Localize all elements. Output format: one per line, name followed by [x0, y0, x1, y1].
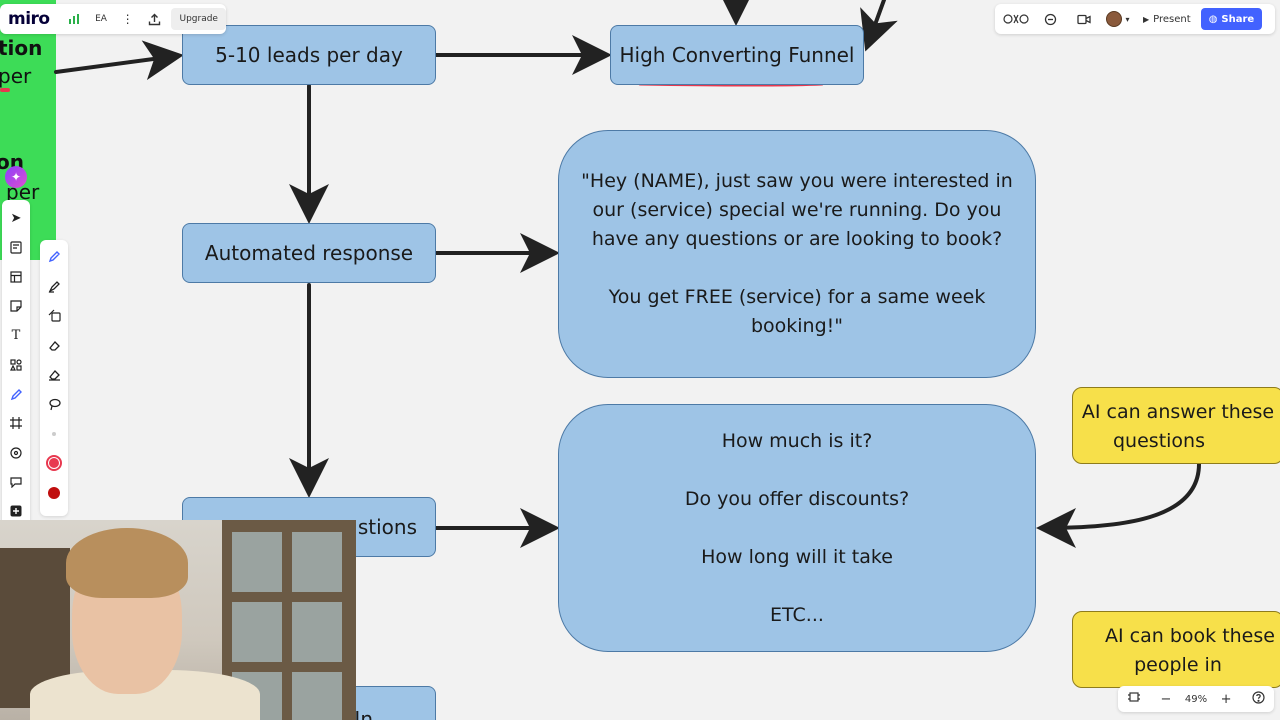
color-red-selected[interactable] — [41, 449, 67, 479]
leads-per-day-box[interactable]: 5-10 leads per day — [182, 25, 436, 85]
export-icon[interactable] — [141, 4, 168, 34]
message-line-1: "Hey (NAME), just saw you were intereste… — [581, 170, 1013, 192]
message-line-3: have any questions or are looking to boo… — [591, 228, 1003, 250]
pen-tool-icon[interactable] — [3, 380, 29, 409]
chart-icon[interactable] — [61, 4, 88, 34]
fit-to-screen-icon[interactable] — [1121, 691, 1147, 707]
presenter-hair — [66, 528, 188, 598]
upgrade-button[interactable]: Upgrade — [171, 8, 226, 30]
window-pane-2 — [292, 532, 342, 592]
zoom-controls: − 49% + — [1118, 686, 1274, 712]
zoom-in-icon[interactable]: + — [1220, 691, 1232, 707]
window-pane-4 — [292, 602, 342, 662]
object-eraser-icon[interactable] — [41, 360, 67, 390]
arrow-sticky-to-leads — [54, 40, 184, 81]
comment-icon[interactable] — [3, 467, 29, 496]
frame-icon[interactable] — [3, 409, 29, 438]
comments-icon[interactable] — [1035, 7, 1065, 31]
video-call-icon[interactable] — [1069, 7, 1099, 31]
zoom-out-icon[interactable]: − — [1160, 691, 1172, 707]
present-button[interactable]: ▶ Present — [1137, 8, 1197, 30]
text-tool-icon[interactable]: T — [11, 328, 21, 344]
ai-answer-line-1: AI can answer these — [1081, 401, 1275, 423]
top-left-toolbar: miro EA ⋮ Upgrade — [0, 4, 226, 34]
auto-box-label: Automated response — [204, 241, 414, 265]
creation-toolbar: ➤ T — [2, 200, 30, 526]
window-pane-3 — [232, 602, 282, 662]
globe-icon: ◍ — [1208, 13, 1218, 25]
stroke-size-option[interactable] — [41, 419, 67, 449]
ai-answer-line-2: questions — [1113, 430, 1205, 452]
present-label: Present — [1153, 13, 1191, 25]
help-icon[interactable] — [1245, 690, 1271, 708]
play-icon: ▶ — [1143, 14, 1150, 24]
faq-q2: Do you offer discounts? — [684, 487, 910, 510]
smart-draw-icon[interactable] — [41, 301, 67, 331]
sticky-text-2: per — [0, 64, 32, 88]
questions-box-label: stions — [357, 515, 417, 539]
zoom-level[interactable]: 49% — [1184, 693, 1208, 705]
webcam-overlay — [0, 520, 356, 720]
arrow-ai-to-faq — [1036, 462, 1201, 548]
more-options-icon[interactable]: ⋮ — [121, 12, 134, 26]
sticky-note-icon[interactable] — [3, 292, 29, 321]
templates-icon[interactable] — [3, 233, 29, 262]
reactions-icon[interactable] — [1001, 7, 1031, 31]
share-label: Share — [1221, 13, 1255, 25]
lasso-icon[interactable] — [41, 390, 67, 420]
share-button[interactable]: ◍ Share — [1200, 8, 1263, 30]
faq-box[interactable]: How much is it? Do you offer discounts? … — [558, 404, 1036, 652]
ai-book-line-2: people in — [1134, 654, 1222, 676]
avatar-image — [1106, 11, 1123, 27]
table-icon[interactable] — [3, 263, 29, 292]
select-tool-icon[interactable]: ➤ — [10, 211, 22, 227]
ai-answer-note[interactable]: AI can answer these questions — [1072, 387, 1280, 464]
leads-box-label: 5-10 leads per day — [215, 43, 403, 67]
apps-icon[interactable] — [3, 438, 29, 467]
sticky-text-1: tion — [0, 36, 43, 60]
color-dark-red[interactable] — [41, 478, 67, 508]
user-avatar[interactable]: ▾ — [1103, 7, 1133, 31]
arrow-into-funnel-right — [860, 0, 898, 52]
funnel-box-label: High Converting Funnel — [619, 43, 855, 67]
red-annotation-mark — [0, 88, 10, 92]
shapes-icon[interactable] — [3, 350, 29, 379]
window-pane-6 — [292, 672, 342, 720]
ai-sparkle-button[interactable]: ✦ — [5, 166, 27, 188]
bottom-box-label: In — [354, 707, 373, 720]
chevron-down-icon: ▾ — [1125, 14, 1130, 24]
automated-response-box[interactable]: Automated response — [182, 223, 436, 283]
message-line-2: our (service) special we're running. Do … — [592, 199, 1002, 221]
eraser-icon[interactable] — [41, 331, 67, 361]
faq-q1: How much is it? — [721, 429, 873, 452]
ai-book-note[interactable]: AI can book these people in — [1072, 611, 1280, 688]
faq-q3: How long will it take — [701, 545, 893, 568]
highlighter-icon[interactable] — [41, 272, 67, 302]
miro-logo[interactable]: miro — [8, 9, 50, 29]
message-line-4: You get FREE (service) for a same week — [608, 286, 986, 308]
pen-option-icon[interactable] — [41, 242, 67, 272]
message-template-box[interactable]: "Hey (NAME), just saw you were intereste… — [558, 130, 1036, 378]
sparkle-icon: ✦ — [10, 170, 22, 184]
ai-book-line-1: AI can book these — [1105, 625, 1275, 647]
board-name[interactable]: EA — [95, 14, 107, 24]
message-line-5: booking!" — [750, 315, 844, 337]
add-more-icon[interactable] — [3, 497, 29, 526]
high-converting-funnel-box[interactable]: High Converting Funnel — [610, 25, 864, 85]
pen-options-toolbar — [40, 240, 68, 516]
faq-q4: ETC... — [770, 603, 824, 626]
window-pane-1 — [232, 532, 282, 592]
top-right-toolbar: ▾ ▶ Present ◍ Share — [995, 4, 1275, 34]
